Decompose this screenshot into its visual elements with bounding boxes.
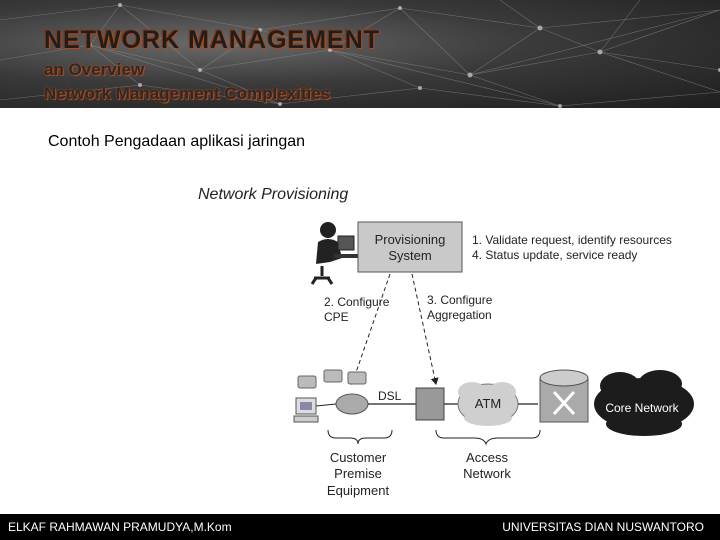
provisioning-system-box [357, 221, 463, 273]
access-brace [435, 429, 541, 446]
step-4-label: 4. Status update, service ready [472, 248, 637, 262]
slide-subtitle-topic: Network Management Complexities [44, 84, 331, 103]
network-provisioning-diagram: Network Provisioning Provisioning System… [198, 186, 694, 498]
computer-icon [293, 397, 319, 423]
slide-footer: ELKAF RAHMAWAN PRAMUDYA,M.Kom UNIVERSITA… [0, 514, 720, 540]
access-label-line2: Network [463, 466, 511, 481]
core-switch-icon [539, 369, 589, 423]
step-3-label-line2: Aggregation [427, 308, 492, 322]
footer-institution: UNIVERSITAS DIAN NUSWANTORO [502, 520, 704, 534]
footer-author: ELKAF RAHMAWAN PRAMUDYA,M.Kom [8, 520, 232, 534]
network-background-graphic [0, 0, 720, 108]
core-network-cloud [594, 370, 694, 436]
slide-heading: Contoh Pengadaan aplikasi jaringan [48, 133, 306, 150]
atm-cloud [457, 382, 519, 426]
slide-title: NETWORK MANAGEMENT [44, 26, 381, 54]
configure-aggregation-arrow [411, 273, 439, 385]
cpe-router-icon [335, 393, 369, 415]
step-2-label-line1: 2. Configure [324, 295, 390, 309]
step-3-label-line1: 3. Configure [427, 293, 493, 307]
cpe-brace [327, 429, 393, 445]
cpe-label-line1: Customer [330, 450, 387, 465]
core-network-label: Core Network [605, 401, 679, 415]
configure-cpe-arrow [350, 273, 391, 385]
atm-label: ATM [475, 396, 501, 411]
slide-header: NETWORK MANAGEMENT an Overview Network M… [0, 0, 720, 108]
cpe-label-line2: Premise [334, 466, 382, 481]
slide-subtitle: an Overview [44, 60, 145, 79]
diagram-title: Network Provisioning [198, 186, 348, 203]
cpe-label-line3: Equipment [327, 483, 390, 498]
system-label-line2: System [388, 248, 431, 263]
aggregation-device-icon [415, 387, 445, 421]
step-1-label: 1. Validate request, identify resources [472, 233, 672, 247]
system-label-line1: Provisioning [375, 232, 446, 247]
phone-icons [297, 369, 367, 389]
access-label-line1: Access [466, 450, 508, 465]
dsl-label: DSL [378, 389, 402, 403]
step-2-label-line2: CPE [324, 310, 349, 324]
operator-icon [310, 222, 360, 285]
